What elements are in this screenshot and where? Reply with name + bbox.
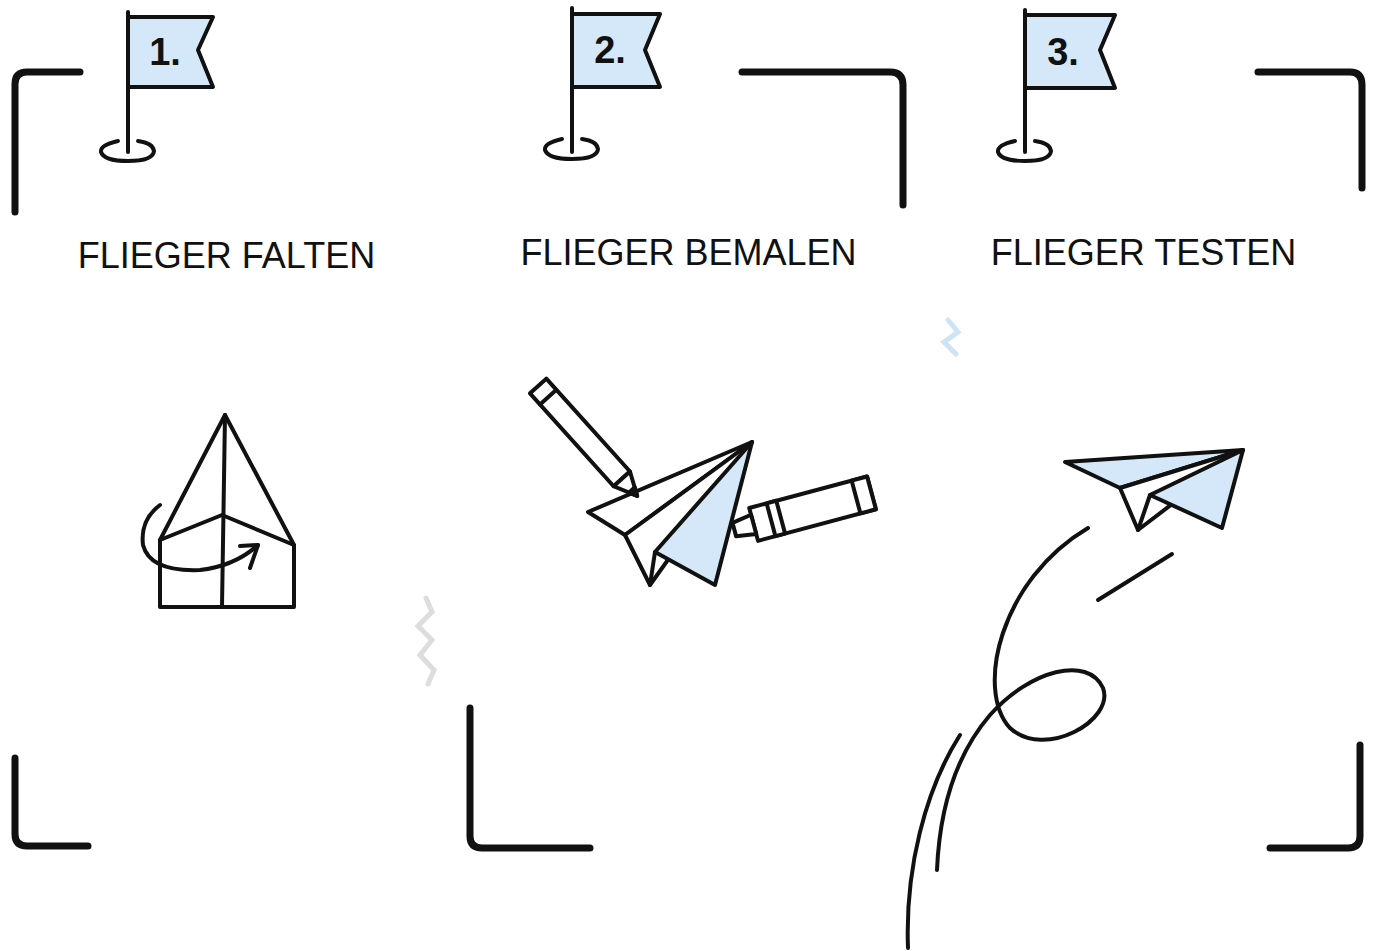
step-title: FLIEGER FALTEN xyxy=(78,235,375,277)
flight-icon xyxy=(908,450,1243,948)
blobs xyxy=(109,386,1291,654)
panel-shape xyxy=(45,105,408,820)
deco-squiggles xyxy=(418,320,1045,684)
step-panel: 2.FLIEGER BEMALEN xyxy=(505,108,872,825)
step-number: 3. xyxy=(1047,31,1079,74)
step-panel: 1.FLIEGER FALTEN xyxy=(45,105,408,820)
brackets xyxy=(15,72,1362,848)
panel-shape xyxy=(962,105,1325,825)
step-panel: 3.FLIEGER TESTEN xyxy=(962,105,1325,825)
flags xyxy=(101,8,1115,161)
step-title: FLIEGER BEMALEN xyxy=(520,232,856,274)
fold-icon xyxy=(143,415,294,607)
step-title: FLIEGER TESTEN xyxy=(991,232,1296,274)
paint-icon xyxy=(530,379,876,585)
step-number: 2. xyxy=(594,29,626,72)
panel-shape xyxy=(505,108,872,825)
step-number: 1. xyxy=(149,31,181,74)
